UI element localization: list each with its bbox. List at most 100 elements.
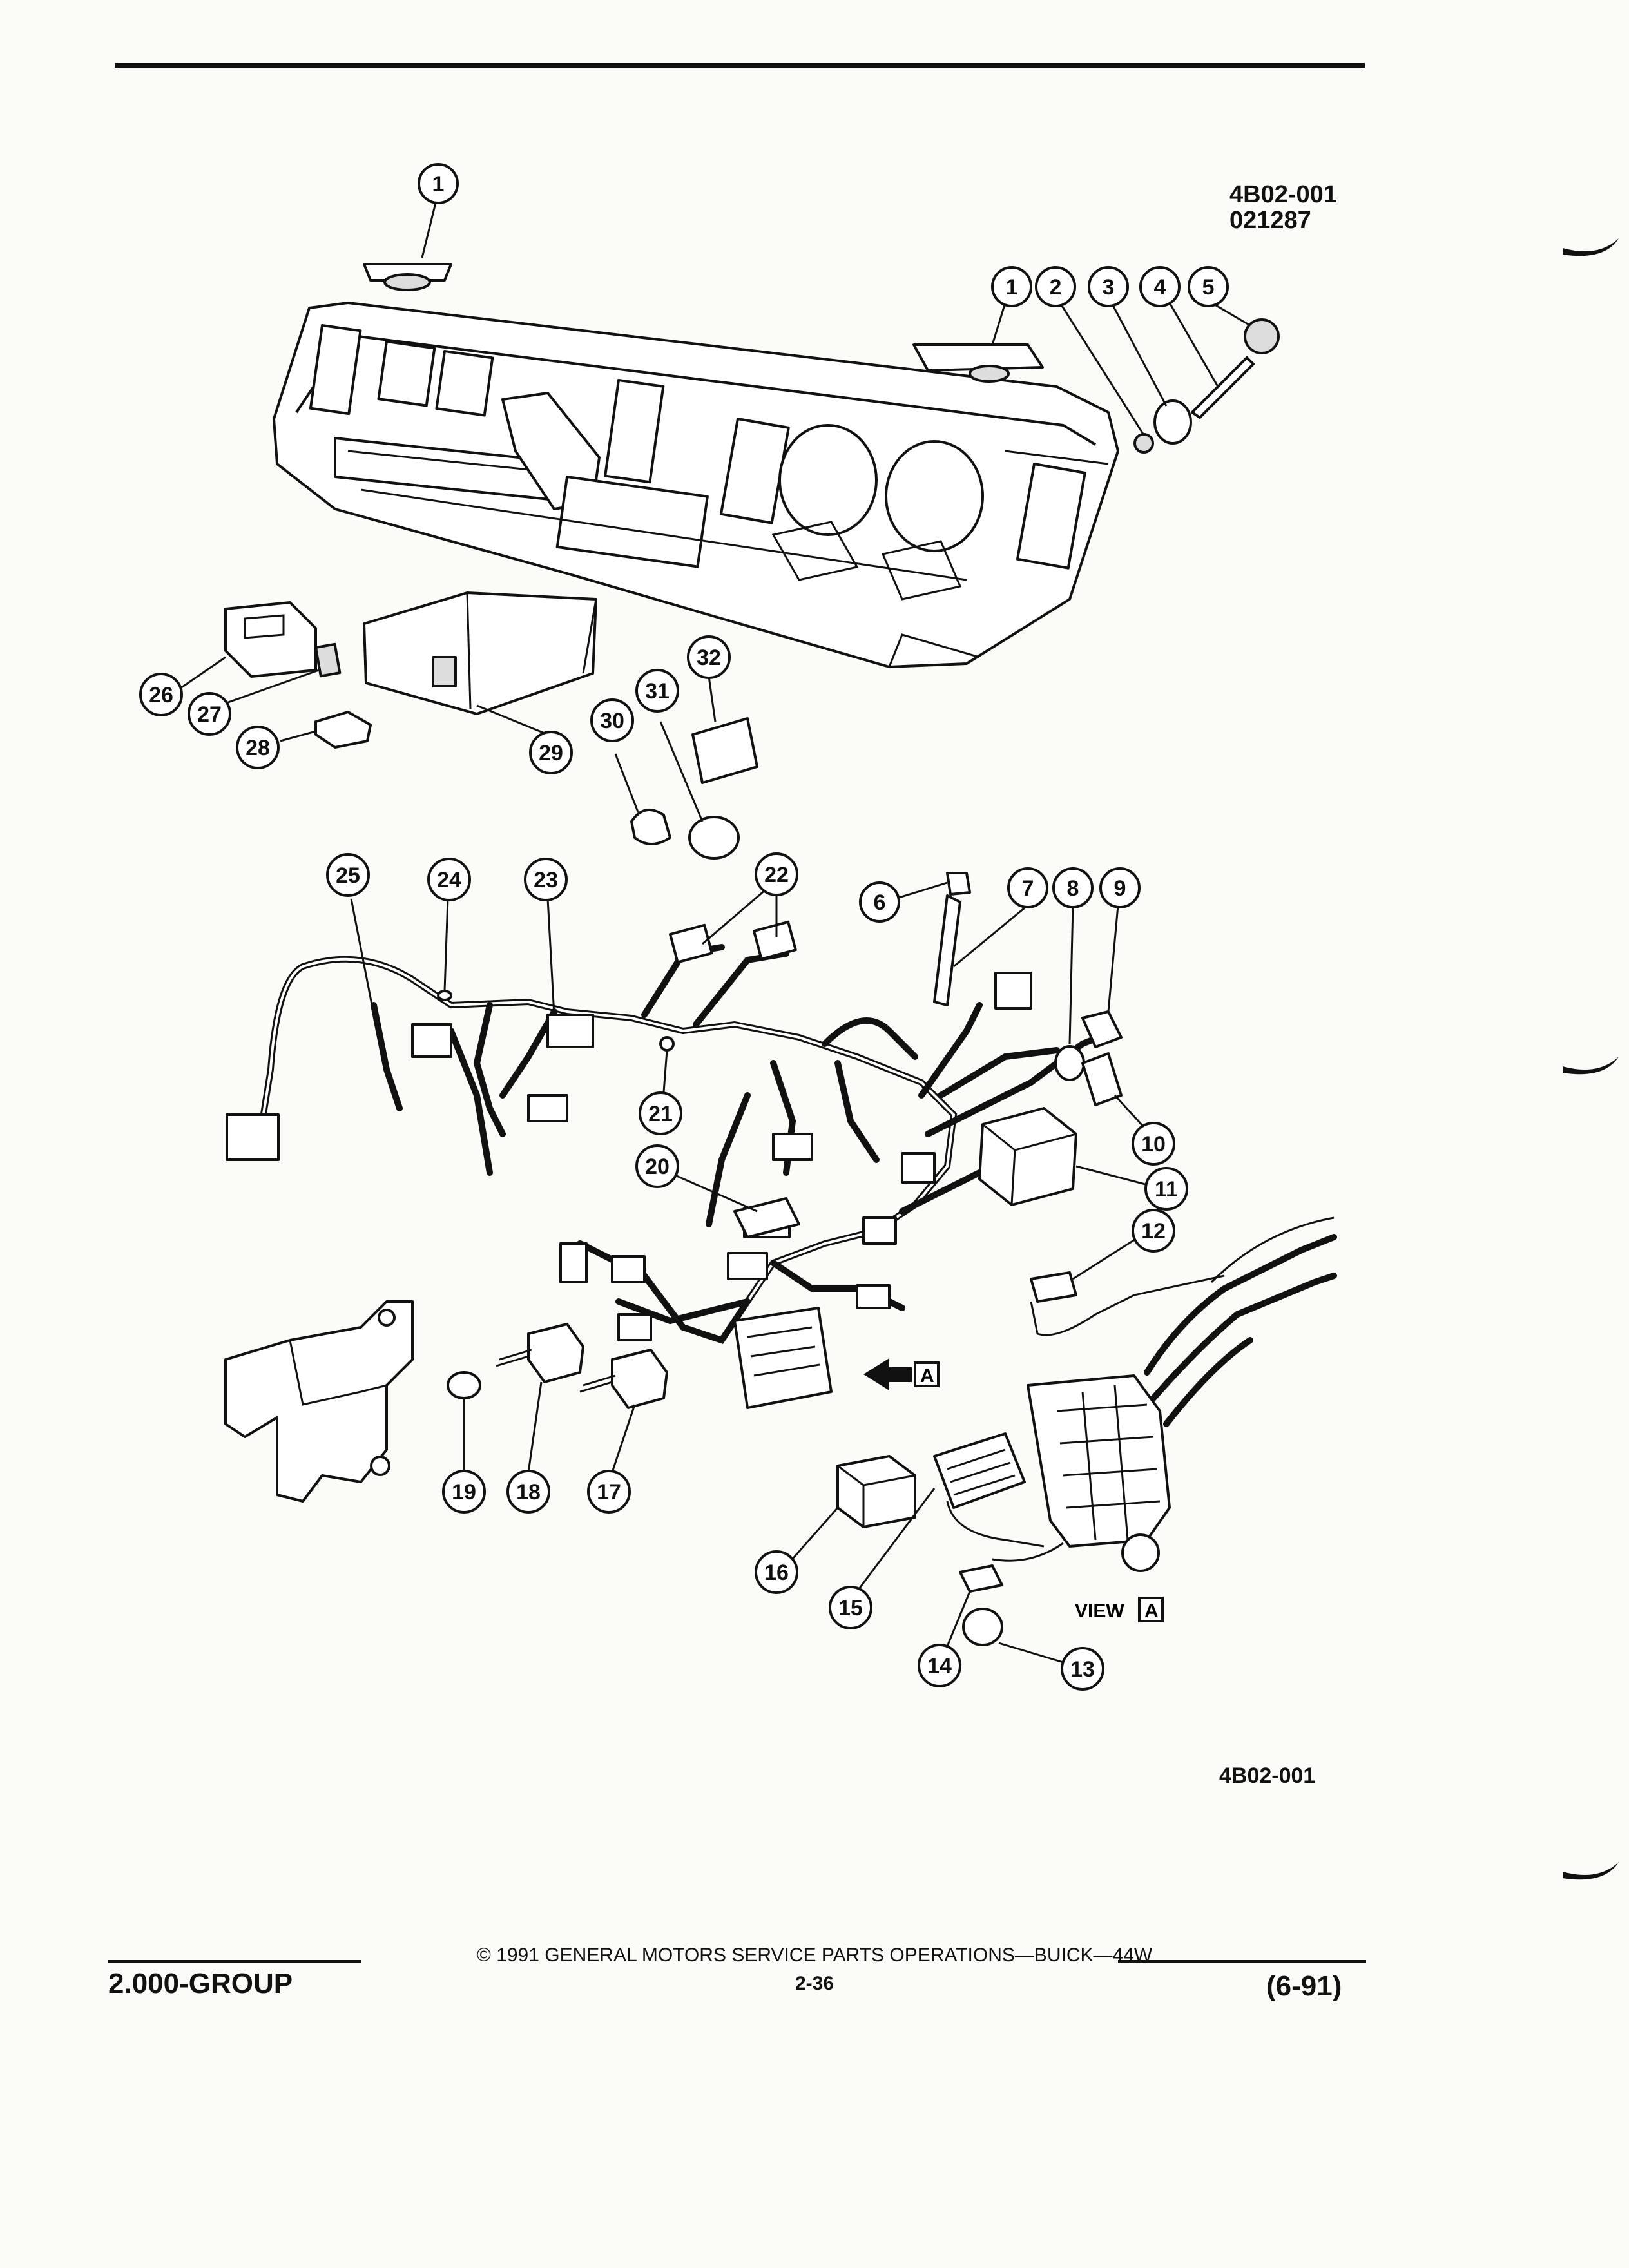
connector-15 — [933, 1432, 1026, 1509]
view-label: VIEW A — [1075, 1597, 1164, 1622]
svg-text:27: 27 — [197, 702, 222, 727]
wiring-harness — [226, 920, 1118, 1409]
svg-text:17: 17 — [597, 1480, 621, 1504]
callout-7: 7 — [1007, 867, 1048, 908]
figure-date-code: 021287 — [1229, 207, 1311, 234]
footer-rule-left — [108, 1960, 361, 1963]
top-rule — [115, 63, 1365, 68]
svg-text:8: 8 — [1067, 876, 1079, 901]
cable-bundle — [1144, 1216, 1337, 1427]
svg-text:23: 23 — [534, 868, 558, 892]
lamp-socket — [1054, 1045, 1085, 1081]
wire-loop — [946, 1274, 1225, 1562]
callout-31: 31 — [635, 669, 679, 713]
callout-27: 27 — [188, 692, 231, 736]
callout-23: 23 — [524, 858, 568, 901]
margin-mark — [1563, 238, 1619, 256]
switch-assembly-18 — [496, 1323, 584, 1383]
callout-21: 21 — [639, 1091, 682, 1135]
callout-18: 18 — [506, 1470, 550, 1514]
knob-bushing — [1153, 399, 1192, 445]
svg-text:26: 26 — [149, 683, 173, 707]
svg-text:18: 18 — [516, 1480, 541, 1504]
svg-text:7: 7 — [1022, 876, 1034, 901]
callout-22: 22 — [755, 852, 798, 896]
callout-25: 25 — [326, 853, 370, 897]
clip-small — [437, 990, 452, 1001]
sensor — [933, 894, 961, 1006]
arrow-letter: A — [920, 1365, 934, 1387]
callout-4: 4 — [1139, 266, 1181, 307]
switch-assembly-19 — [447, 1371, 481, 1399]
callout-24: 24 — [427, 858, 471, 901]
callout-28: 28 — [236, 726, 280, 769]
svg-text:29: 29 — [539, 741, 563, 765]
knob-shaft — [1191, 356, 1255, 419]
callout-3: 3 — [1088, 266, 1129, 307]
footer-revision: (6-91) — [1266, 1970, 1342, 2002]
svg-text:12: 12 — [1141, 1219, 1166, 1244]
svg-text:19: 19 — [452, 1480, 476, 1504]
radio-housing — [363, 591, 597, 715]
callout-5: 5 — [1188, 266, 1229, 307]
knob — [1244, 318, 1280, 354]
callout-1b: 1 — [991, 266, 1032, 307]
svg-text:16: 16 — [764, 1561, 789, 1585]
callout-1a: 1 — [418, 163, 459, 204]
svg-text:20: 20 — [645, 1155, 670, 1179]
speaker-right — [912, 343, 1044, 383]
callout-12: 12 — [1132, 1209, 1175, 1253]
svg-text:1: 1 — [1006, 275, 1018, 300]
ignition-module — [978, 1107, 1077, 1206]
svg-text:2: 2 — [1050, 275, 1062, 300]
callout-13: 13 — [1061, 1647, 1104, 1691]
relay-16 — [836, 1455, 916, 1528]
svg-text:13: 13 — [1070, 1657, 1095, 1682]
svg-text:15: 15 — [838, 1596, 863, 1620]
svg-text:6: 6 — [874, 890, 886, 915]
svg-text:30: 30 — [600, 709, 624, 733]
svg-text:14: 14 — [927, 1654, 952, 1678]
leader-lines — [173, 202, 1251, 1664]
callout-6: 6 — [859, 881, 900, 923]
footer-page-number: 2-36 — [795, 1973, 834, 1994]
margin-mark — [1563, 1862, 1619, 1880]
svg-text:VIEW: VIEW — [1075, 1600, 1124, 1622]
switch-assembly-17 — [579, 1349, 668, 1409]
clip — [1030, 1271, 1077, 1303]
connector-block — [733, 1307, 833, 1409]
svg-text:32: 32 — [697, 646, 721, 670]
view-arrow: A — [863, 1358, 940, 1390]
bracket — [1081, 1052, 1123, 1106]
connector-main — [226, 1113, 280, 1161]
knob-nut — [1133, 433, 1154, 454]
flasher — [688, 816, 740, 860]
clamp — [630, 809, 671, 845]
callout-30: 30 — [590, 698, 634, 742]
relay-bracket — [314, 642, 342, 678]
svg-text:10: 10 — [1141, 1132, 1166, 1157]
svg-text:A: A — [1144, 1600, 1159, 1622]
bulb-socket-14 — [959, 1564, 1003, 1593]
callout-14: 14 — [918, 1644, 961, 1687]
switch-clip — [314, 711, 372, 749]
switch — [1081, 1010, 1123, 1048]
callout-29: 29 — [529, 731, 573, 774]
fuse-block — [1027, 1374, 1171, 1572]
callout-17: 17 — [587, 1470, 631, 1514]
instrument-panel-carrier — [273, 302, 1119, 668]
svg-text:21: 21 — [648, 1102, 673, 1126]
svg-text:1: 1 — [432, 172, 445, 197]
callout-16: 16 — [755, 1550, 798, 1594]
callout-26: 26 — [139, 673, 183, 716]
module — [691, 717, 758, 784]
svg-text:28: 28 — [246, 736, 270, 760]
callout-2: 2 — [1035, 266, 1076, 307]
svg-text:5: 5 — [1202, 275, 1215, 300]
callout-20: 20 — [635, 1144, 679, 1188]
callout-32: 32 — [687, 635, 731, 679]
figure-code-top: 4B02-001 — [1229, 181, 1337, 208]
footer-rule-right — [1118, 1960, 1366, 1963]
